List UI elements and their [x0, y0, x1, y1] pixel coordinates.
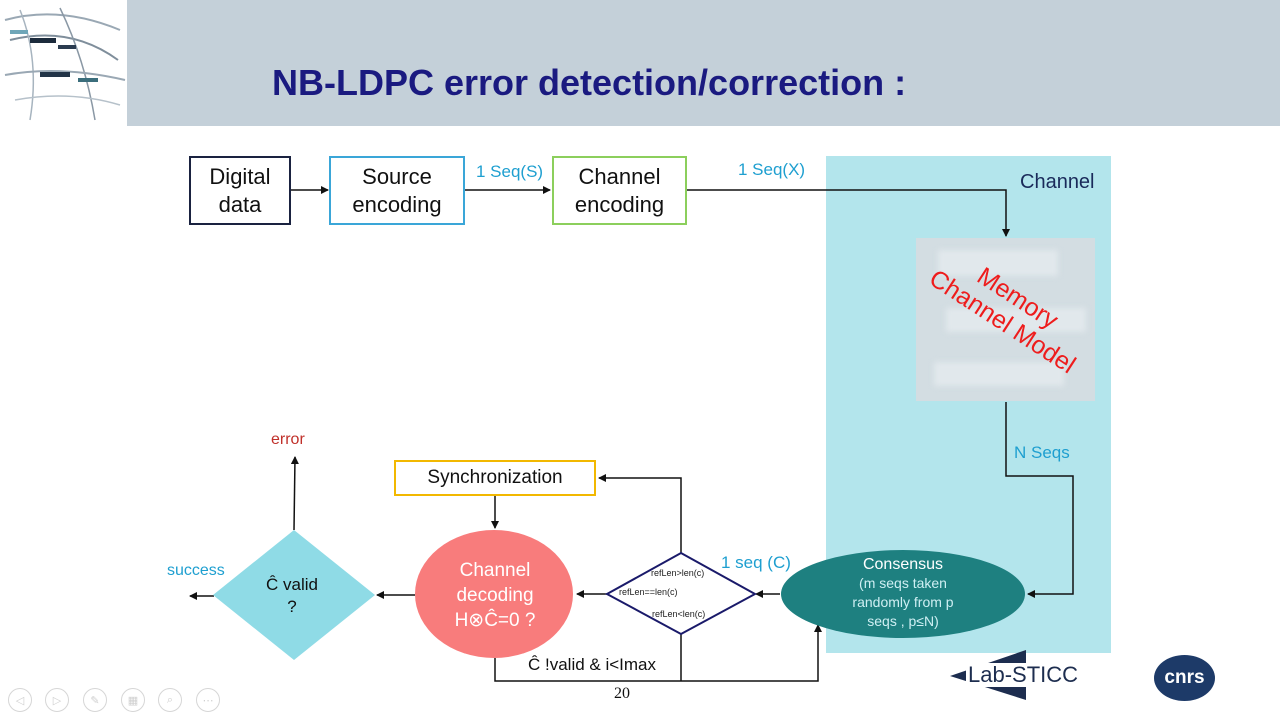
source-encoding-line-1: Source [362, 163, 432, 189]
valid-check-diamond [213, 530, 375, 660]
seq-c-label: 1 seq (C) [721, 553, 791, 572]
decorative-logo [0, 0, 127, 126]
channel-encoding-line-1: Channel [578, 163, 661, 189]
pen-icon[interactable]: ✎ [83, 688, 107, 712]
synchronization-label: Synchronization [427, 467, 563, 488]
more-options-icon[interactable]: ⋯ [196, 688, 220, 712]
slide-header [0, 0, 1280, 126]
slide-title: NB-LDPC error detection/correction : [272, 62, 907, 103]
channel-decoding-shape [415, 530, 573, 658]
consensus-line-2: randomly from p [852, 594, 954, 610]
channel-decoding-text: Channel decoding H⊗Ĉ=0 ? [418, 558, 572, 633]
channel-decoding-line-1: Channel [459, 560, 531, 581]
success-label: success [167, 562, 225, 579]
cnrs-logo: cnrs [1154, 655, 1215, 701]
channel-decoding-line-2: decoding [456, 585, 534, 606]
arrow-loop-back [494, 624, 822, 682]
valid-check-line-1: Ĉ valid [266, 575, 318, 594]
channel-label: Channel [1020, 171, 1095, 193]
channel-encoding-line-2: encoding [574, 191, 665, 217]
channel-encoding-box: Channel encoding [552, 156, 687, 225]
consensus-line-1: (m seqs taken [859, 575, 947, 591]
memory-channel-model: Memory Channel Model [916, 238, 1095, 401]
nav-forward-icon[interactable]: ▷ [45, 688, 69, 712]
consensus-shape [781, 550, 1025, 638]
loop-condition-label: Ĉ !valid & i<Imax [528, 655, 657, 674]
valid-check-text: Ĉ valid ? [240, 574, 344, 618]
ref-less-label: refLen<len(c) [652, 609, 706, 619]
source-encoding-line-2: encoding [352, 191, 442, 217]
ref-greater-label: refLen>len(c) [651, 568, 705, 578]
lab-sticc-text: Lab-STICC [966, 662, 1081, 687]
consensus-title: Consensus [862, 556, 944, 573]
consensus-text: Consensus (m seqs taken randomly from p … [812, 555, 994, 631]
arrow-memory-to-consensus [1005, 402, 1074, 598]
arrow-valid-to-error [290, 456, 299, 531]
zoom-icon[interactable]: ⌕ [158, 688, 182, 712]
n-seqs-label: N Seqs [1014, 443, 1070, 462]
lab-sticc-logo: Lab-STICC [948, 648, 1113, 703]
arrow-check-to-sync [598, 474, 682, 553]
seq-s-label: 1 Seq(S) [476, 162, 544, 181]
digital-data-box: Digital data [189, 156, 291, 225]
seq-x-label: 1 Seq(X) [738, 160, 806, 179]
abstract-lines-logo [4, 7, 126, 121]
channel-decoding-line-3: H⊗Ĉ=0 ? [454, 610, 536, 631]
source-encoding-box: Source encoding [329, 156, 465, 225]
arrow-channel-enc-to-memory [687, 189, 1010, 237]
consensus-line-3: seqs , p≤N) [867, 613, 939, 629]
nav-back-icon[interactable]: ◁ [8, 688, 32, 712]
digital-data-line-1: Digital [209, 163, 271, 189]
valid-check-line-2: ? [287, 597, 297, 616]
length-check-diamond [604, 551, 758, 636]
page-number: 20 [614, 685, 630, 702]
slides-grid-icon[interactable]: ▦ [121, 688, 145, 712]
synchronization-box: Synchronization [394, 460, 596, 496]
ref-equal-label: refLen==len(c) [619, 587, 678, 597]
digital-data-line-2: data [218, 191, 262, 217]
cnrs-text: cnrs [1164, 667, 1205, 688]
error-label: error [271, 431, 305, 448]
